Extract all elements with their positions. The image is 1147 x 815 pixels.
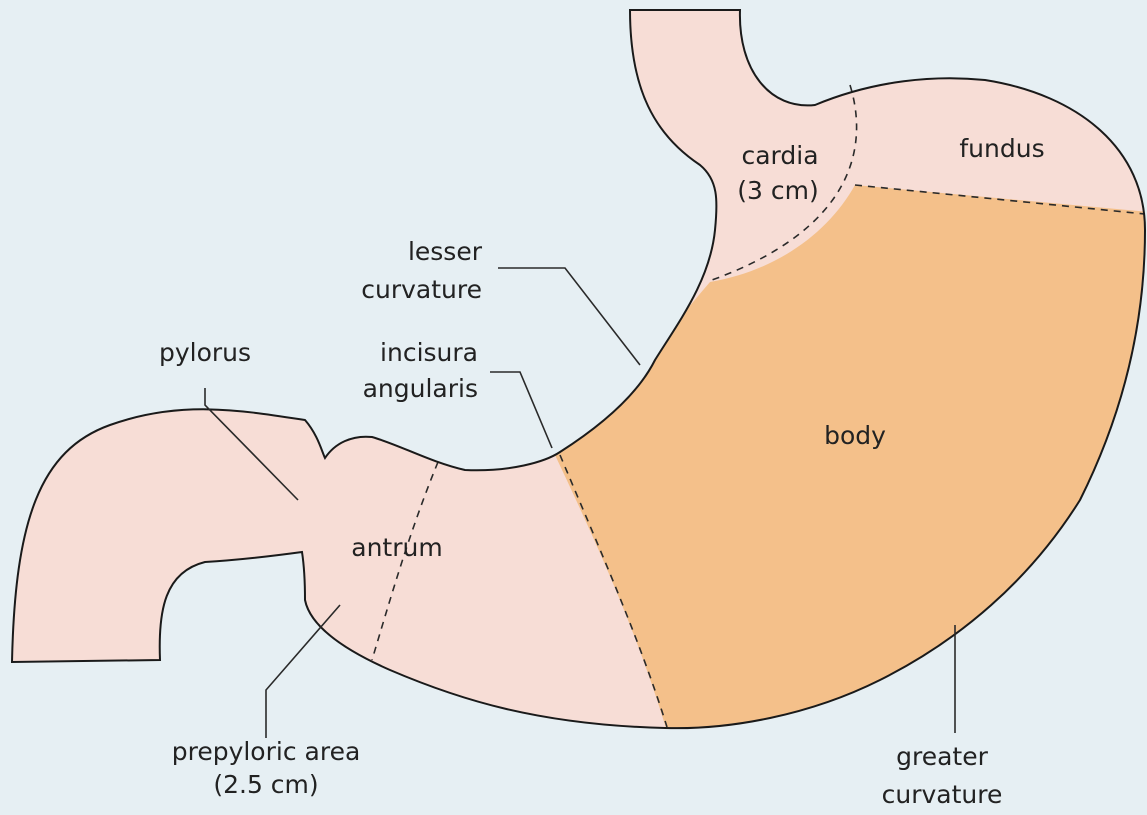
lesser-curvature-label: lesser <box>408 237 483 266</box>
incisura-label-2: angularis <box>363 374 478 403</box>
lesser-curvature-leader <box>498 268 640 365</box>
antrum-label: antrum <box>351 533 442 562</box>
incisura-label: incisura <box>380 338 478 367</box>
fundus-label: fundus <box>959 134 1044 163</box>
lesser-curvature-label-2: curvature <box>361 275 482 304</box>
greater-curvature-label: greater <box>896 742 988 771</box>
body-region <box>555 185 1147 735</box>
prepyloric-size-label: (2.5 cm) <box>213 770 318 799</box>
greater-curvature-label-2: curvature <box>882 780 1003 809</box>
incisura-leader <box>490 372 552 448</box>
pylorus-label: pylorus <box>159 338 251 367</box>
cardia-size-label: (3 cm) <box>737 176 818 205</box>
cardia-label: cardia <box>741 141 818 170</box>
prepyloric-label: prepyloric area <box>172 737 361 766</box>
body-label: body <box>824 421 886 450</box>
